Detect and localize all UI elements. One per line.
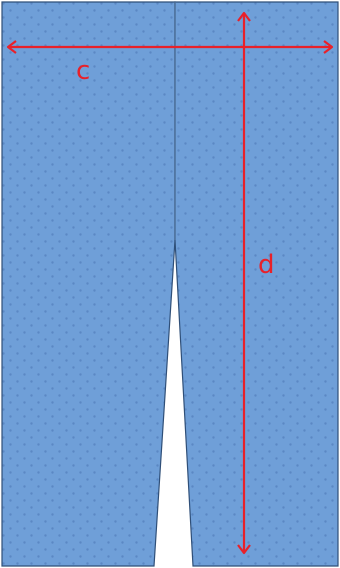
right-leg <box>174 1 339 567</box>
length-arrow-bottom-head <box>237 544 251 555</box>
length-label: d <box>258 250 275 280</box>
length-dimension: d <box>237 11 275 555</box>
left-leg <box>1 1 176 567</box>
width-label: c <box>76 56 90 86</box>
width-dimension: c <box>6 40 334 86</box>
width-arrow-right-head <box>323 40 334 54</box>
width-arrow-left-head <box>6 40 17 54</box>
length-arrow-top-head <box>237 11 251 22</box>
